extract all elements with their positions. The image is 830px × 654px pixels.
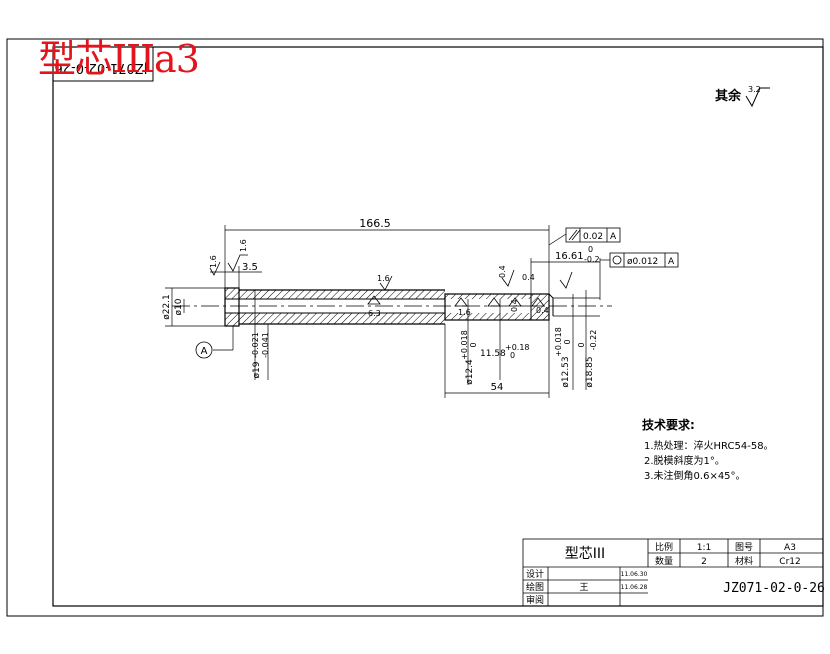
dim-dia-22: ø22.1 <box>162 294 172 320</box>
roughness-6: 0.4 <box>522 273 535 282</box>
qty-value: 2 <box>701 557 707 567</box>
part-name: 型芯III <box>565 546 605 562</box>
drawing-number: JZ071-02-0-26 <box>723 581 825 596</box>
roughness-4: 6.3 <box>368 309 381 318</box>
right-end-chamfer <box>548 293 554 299</box>
qty-label: 数量 <box>655 555 673 567</box>
tech-item-2: 2.脱模斜度为1°。 <box>644 454 725 467</box>
material-label: 材料 <box>735 555 753 567</box>
outer-border <box>6 38 824 617</box>
inner-border <box>52 46 824 607</box>
dim-dia-12-4-upper: +0.018 <box>460 330 469 360</box>
dim-dia-12-53-upper: +0.018 <box>554 327 563 357</box>
gt-2-value: ø0.012 <box>627 257 658 267</box>
dim-11-58: 11.58 <box>480 349 506 359</box>
gt-1-datum: A <box>610 232 617 242</box>
gt-1-value: 0.02 <box>583 232 603 242</box>
sheet-value: A3 <box>784 543 796 553</box>
right-hatch-bottom <box>445 313 531 320</box>
roughness-7: 0.4 <box>498 265 507 278</box>
scale-value: 1:1 <box>697 543 711 553</box>
gt-frame-1: 0.02 A <box>565 227 621 243</box>
dim-dia-19-upper: -0.021 <box>251 332 260 358</box>
dim-right-offset: 16.61 <box>555 251 584 262</box>
hatch-top <box>239 290 445 299</box>
roughness-8: 0.4 <box>510 299 519 312</box>
dim-dia-19: ø19 <box>252 361 262 378</box>
roughness-1: 1.6 <box>239 239 248 252</box>
roughness-3: 1.6 <box>377 274 390 283</box>
dim-dia-18-85-lower: -0.22 <box>589 330 598 351</box>
surface-note-label: 其余 <box>715 88 742 104</box>
dim-left-step: 3.5 <box>242 262 258 273</box>
dim-bottom-length: 54 <box>491 382 504 393</box>
dim-dia-12-53-lower: 0 <box>563 339 572 344</box>
dim-dia-18-85-upper: 0 <box>577 342 586 347</box>
header-title: 型芯IIIa3 <box>38 37 200 81</box>
designer-label: 设计 <box>526 568 544 580</box>
dim-dia-18-85: ø18.85 <box>585 356 595 387</box>
tech-title: 技术要求: <box>642 417 695 432</box>
drafter-label: 绘图 <box>526 581 544 593</box>
design-date: 11.06.30 <box>621 571 648 578</box>
tech-item-3: 3.未注倒角0.6×45°。 <box>644 469 746 482</box>
dim-dia-10: ø10 <box>174 298 184 315</box>
dim-dia-19-lower: -0.041 <box>261 332 270 358</box>
dim-dia-12-53: ø12.53 <box>561 356 571 387</box>
roughness-9: 0.4 <box>536 306 549 315</box>
drafter-name: 王 <box>579 582 588 593</box>
hatch-bottom <box>239 313 445 324</box>
right-tip-hatch <box>531 294 549 320</box>
right-hatch-top <box>445 294 531 299</box>
scale-label: 比例 <box>655 541 673 553</box>
dim-dia-12-4-lower: 0 <box>469 342 478 347</box>
surface-note-value: 3.2 <box>748 85 761 94</box>
hatch-flange-top <box>225 288 239 299</box>
dim-overall-length: 166.5 <box>359 217 391 230</box>
datum-symbol <box>195 341 213 359</box>
part-view <box>172 287 612 327</box>
hatch-flange-bottom <box>225 313 239 326</box>
material-value: Cr12 <box>779 557 800 567</box>
roughness-symbol <box>745 87 770 108</box>
gt-frame-2: ø0.012 A <box>609 252 679 268</box>
gt-2-datum: A <box>668 257 675 267</box>
draw-date: 11.06.28 <box>621 584 648 591</box>
roughness-5: 1.6 <box>458 308 471 317</box>
dimension-lines <box>165 225 610 398</box>
title-block <box>522 538 824 607</box>
reviewer-label: 审阅 <box>526 594 544 606</box>
dim-11-58-upper: +0.18 <box>505 343 530 352</box>
dim-right-offset-lower: -0.2 <box>584 255 600 264</box>
roughness-marks <box>209 254 573 307</box>
dim-dia-12-4: ø12.4 <box>465 359 475 385</box>
roughness-2: 1.6 <box>209 255 218 268</box>
dim-right-offset-upper: 0 <box>588 245 593 254</box>
datum-label: A <box>201 346 208 357</box>
corner-code: JZ071-02-0-26 <box>55 60 149 75</box>
tech-item-1: 1.热处理：淬火HRC54-58。 <box>644 439 774 452</box>
dim-11-58-lower: 0 <box>510 351 515 360</box>
sheet-label: 图号 <box>735 542 753 553</box>
corner-code-box <box>52 46 154 82</box>
